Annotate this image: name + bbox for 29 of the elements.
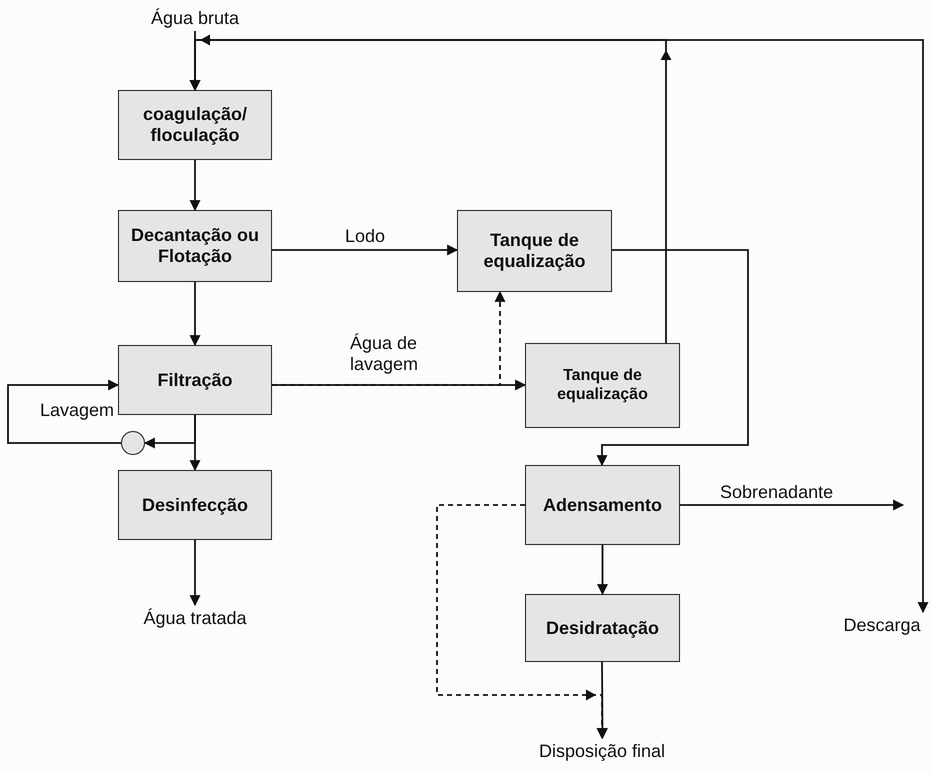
edge-label: Sobrenadante	[720, 482, 834, 503]
arrow	[680, 500, 904, 510]
arrow	[597, 545, 608, 596]
arrow	[190, 160, 200, 212]
arrow	[190, 540, 200, 606]
dashed-arrow	[272, 290, 506, 386]
process-box: coagulação/ floculação	[118, 90, 272, 160]
process-box: Tanque de equalização	[525, 343, 680, 428]
flow-label: Água bruta	[150, 8, 240, 28]
pump-circle	[121, 431, 145, 455]
arrow	[596, 662, 608, 740]
arrow	[144, 415, 196, 448]
flow-label: Descarga	[843, 614, 921, 636]
process-box: Filtração	[118, 345, 272, 415]
edge-label: Lodo	[345, 226, 386, 247]
process-box: Adensamento	[525, 465, 680, 545]
flow-label: Água tratada	[143, 608, 247, 628]
edge-label: Água de lavagem	[350, 333, 420, 374]
flow-label: Disposição final	[538, 740, 666, 762]
node-caption: Lavagem	[40, 400, 114, 421]
arrow	[190, 282, 200, 346]
arrow	[596, 249, 749, 466]
arrow	[190, 34, 928, 614]
arrow	[7, 380, 121, 444]
process-box: Desidratação	[525, 594, 680, 662]
process-box: Tanque de equalização	[457, 210, 612, 292]
process-box: Decantação ou Flotação	[118, 210, 272, 282]
process-box: Desinfecção	[118, 470, 272, 540]
arrow	[272, 244, 458, 256]
